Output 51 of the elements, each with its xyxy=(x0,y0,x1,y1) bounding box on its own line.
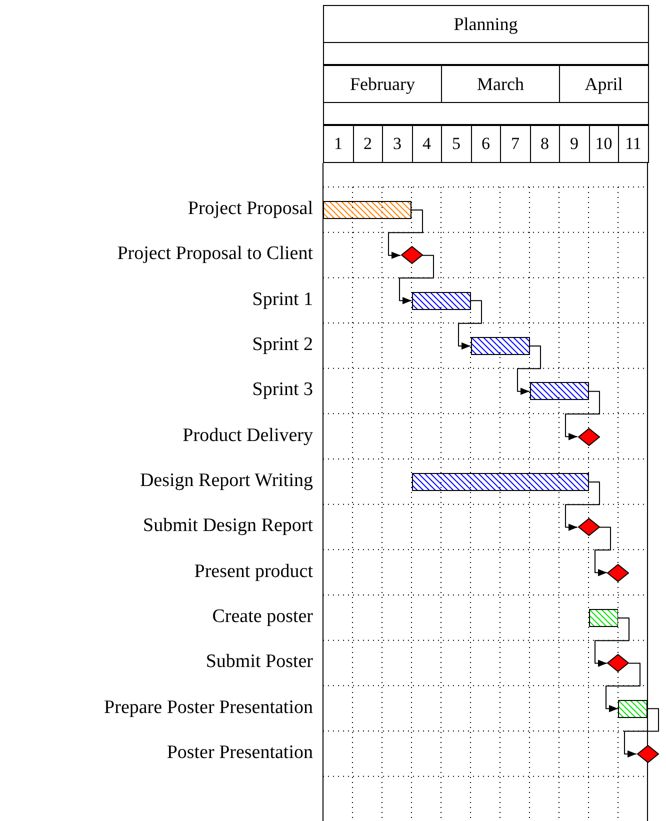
month-cell: March xyxy=(441,65,560,103)
milestone-diamond xyxy=(636,744,658,763)
task-bar xyxy=(618,700,648,718)
week-cell: 7 xyxy=(500,125,530,163)
task-label: Project Proposal xyxy=(188,197,313,221)
task-bar xyxy=(412,472,588,491)
dependency-arrow xyxy=(517,346,541,395)
dependency-arrow xyxy=(458,300,482,350)
dependency-arrow xyxy=(565,390,600,440)
week-cell: 3 xyxy=(382,125,412,163)
month-cell: April xyxy=(559,65,648,103)
dependency-arrow xyxy=(399,254,434,304)
week-cell: 2 xyxy=(352,125,383,163)
dependency-arrow xyxy=(606,662,640,712)
week-cell: 9 xyxy=(559,125,590,163)
week-cell: 5 xyxy=(441,125,472,163)
task-label: Poster Presentation xyxy=(166,740,313,765)
task-label: Prepare Poster Presentation xyxy=(104,696,313,720)
milestone-diamond xyxy=(607,564,629,582)
task-label: Create poster xyxy=(212,604,313,629)
milestone-diamond xyxy=(578,518,600,536)
task-bar xyxy=(530,382,588,400)
task-label: Product Delivery xyxy=(182,424,313,448)
week-cell: 10 xyxy=(588,125,619,163)
task-label: Submit Design Report xyxy=(143,514,313,538)
dependency-arrow xyxy=(624,708,659,758)
task-bar xyxy=(412,292,470,310)
milestone-diamond xyxy=(578,428,600,446)
month-cell: February xyxy=(323,65,442,103)
dependency-arrow xyxy=(565,481,600,531)
milestone-diamond xyxy=(400,246,422,264)
task-label: Sprint 3 xyxy=(252,378,313,402)
task-label: Project Proposal to Client xyxy=(117,242,313,266)
week-cell: 11 xyxy=(618,125,648,163)
week-cell: 4 xyxy=(412,125,442,163)
task-bar xyxy=(323,201,412,219)
header-cell: Planning xyxy=(323,5,648,43)
task-label: Sprint 1 xyxy=(252,288,313,312)
task-label: Present product xyxy=(194,560,313,584)
task-label: Submit Poster xyxy=(206,650,313,674)
task-label: Design Report Writing xyxy=(140,468,313,493)
task-label: Sprint 2 xyxy=(252,332,313,357)
week-cell: 8 xyxy=(530,125,560,163)
task-bar xyxy=(470,336,530,355)
week-cell: 6 xyxy=(470,125,501,163)
task-bar xyxy=(588,608,618,627)
milestone-diamond xyxy=(607,654,629,672)
dependency-arrow xyxy=(388,210,423,259)
dependency-arrow xyxy=(594,617,630,667)
dependency-arrow xyxy=(594,526,611,576)
week-cell: 1 xyxy=(323,125,354,163)
